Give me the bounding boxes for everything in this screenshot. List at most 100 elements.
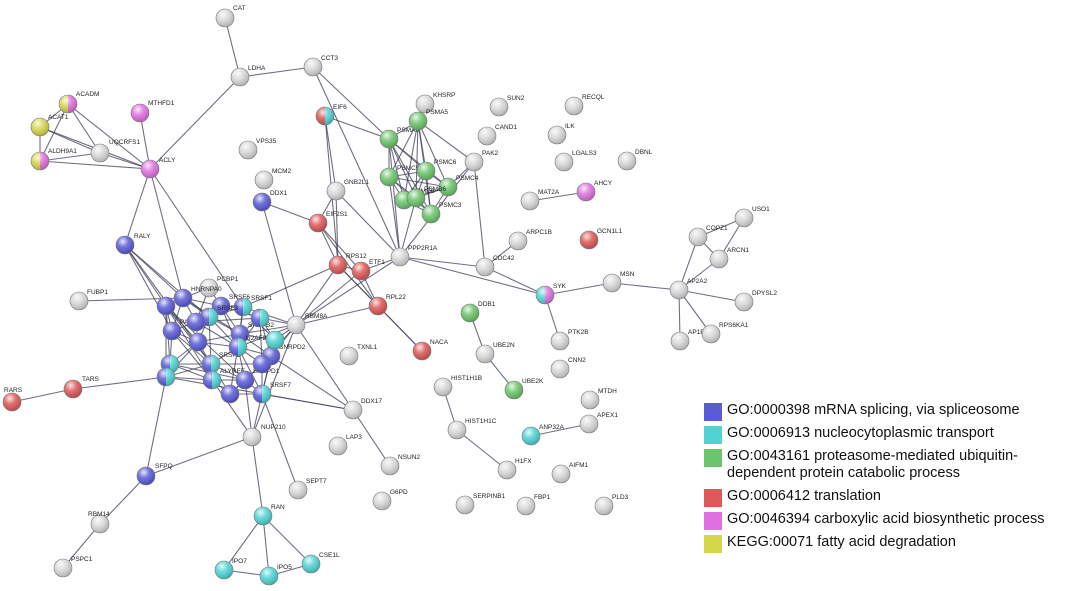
- node-cct3[interactable]: CCT3: [303, 55, 338, 77]
- node-g6pd[interactable]: G6PD: [372, 489, 408, 511]
- node-arcn1[interactable]: ARCN1: [709, 247, 749, 269]
- node-apex1[interactable]: APEX1: [579, 412, 618, 434]
- node-ahcy[interactable]: AHCY: [576, 180, 613, 202]
- node-gcn1l1[interactable]: GCN1L1: [579, 228, 623, 250]
- node-ran[interactable]: RAN: [253, 504, 285, 526]
- node-ap1b1[interactable]: AP1B1: [670, 329, 709, 351]
- node-acadm[interactable]: ACADM: [58, 91, 99, 114]
- node-ube2k[interactable]: UBE2K: [504, 378, 544, 400]
- node-ddx1[interactable]: DDX1: [252, 190, 288, 212]
- node-cse1l[interactable]: CSE1L: [301, 552, 340, 574]
- node-msn[interactable]: MSN: [602, 271, 635, 293]
- node-spl8[interactable]: [220, 384, 240, 404]
- node-pak2[interactable]: PAK2: [464, 150, 499, 172]
- node-tars[interactable]: TARS: [63, 376, 100, 399]
- node-rps6ka1[interactable]: RPS6KA1: [701, 322, 749, 344]
- node-mcm2[interactable]: MCM2: [254, 168, 292, 190]
- node-spl4[interactable]: [265, 330, 285, 350]
- node-spl2[interactable]: [186, 312, 206, 332]
- node-ptk2b[interactable]: PTK2B: [550, 329, 589, 351]
- node-aldh9a1[interactable]: ALDH9A1: [30, 148, 77, 171]
- node-mthfd1[interactable]: MTHFD1: [130, 100, 175, 123]
- node-cand1[interactable]: CAND1: [477, 124, 517, 146]
- node-rars[interactable]: RARS: [2, 387, 23, 412]
- node-cnn2[interactable]: CNN2: [550, 357, 586, 379]
- node-eif2s1[interactable]: EIF2S1: [308, 211, 348, 233]
- node-spl9[interactable]: [156, 367, 176, 387]
- node-rbm14[interactable]: RBM14: [88, 511, 110, 534]
- node-u2af2[interactable]: U2AF2: [228, 335, 267, 357]
- node-ddb1[interactable]: DDB1: [460, 301, 496, 323]
- node-rps12[interactable]: RPS12: [328, 253, 367, 275]
- node-srsf7[interactable]: SRSF7: [252, 382, 291, 404]
- node-anp32a[interactable]: ANP32A: [521, 424, 565, 446]
- node-fubp1[interactable]: FUBP1: [69, 289, 108, 311]
- node-psmc6[interactable]: PSMC6: [416, 159, 457, 181]
- node-lgals3[interactable]: LGALS3: [554, 150, 597, 172]
- node-nup210[interactable]: NUP210: [242, 424, 286, 447]
- node-ddx17[interactable]: DDX17: [343, 398, 382, 420]
- node-lap3[interactable]: LAP3: [328, 434, 362, 456]
- node-gnb2l1[interactable]: GNB2L1: [326, 179, 369, 201]
- node-aifm1[interactable]: AIFM1: [551, 462, 589, 484]
- node-recql[interactable]: RECQL: [564, 94, 605, 116]
- node-ap2a2[interactable]: AP2A2: [669, 278, 708, 300]
- node-pld3[interactable]: PLD3: [594, 494, 629, 516]
- node-txnl1[interactable]: TXNL1: [339, 344, 378, 366]
- node-khsrp[interactable]: KHSRP: [415, 92, 455, 114]
- node-vps35[interactable]: VPS35: [238, 138, 277, 160]
- node-psmc5[interactable]: PSMC5: [379, 165, 420, 187]
- node-cat[interactable]: CAT: [215, 5, 246, 28]
- node-srsf2[interactable]: SRSF2: [201, 352, 240, 374]
- node-cdc42[interactable]: CDC42: [475, 255, 515, 277]
- node-ube2n[interactable]: UBE2N: [475, 342, 515, 364]
- node-etf1[interactable]: ETF1: [351, 259, 385, 281]
- node-label-serpinb1: SERPINB1: [473, 493, 506, 500]
- node-mtdh[interactable]: MTDH: [580, 388, 617, 410]
- node-sfpq[interactable]: SFPQ: [136, 463, 173, 486]
- node-syk[interactable]: SYK: [535, 283, 567, 305]
- node-psma5[interactable]: PSMA5: [408, 109, 448, 131]
- node-eif6[interactable]: EIF6: [315, 104, 347, 126]
- node-spl5[interactable]: [188, 332, 208, 352]
- node-psmb6[interactable]: PSMB6: [406, 186, 446, 208]
- node-psmc3[interactable]: PSMC3: [421, 202, 462, 224]
- node-arpc1b[interactable]: ARPC1B: [508, 229, 552, 251]
- node-pcbp1[interactable]: PCBP1: [199, 276, 239, 298]
- node-pspc1[interactable]: PSPC1: [53, 556, 93, 578]
- node-raly[interactable]: RALY: [115, 233, 151, 255]
- node-spl7[interactable]: [252, 354, 272, 374]
- node-ilk[interactable]: ILK: [547, 123, 575, 145]
- node-hist1h1c[interactable]: HIST1H1C: [447, 418, 497, 440]
- node-uqcrfs1[interactable]: UQCRFS1: [90, 139, 140, 163]
- node-spl1[interactable]: [156, 296, 176, 316]
- node-copz1[interactable]: COPZ1: [688, 225, 728, 247]
- node-spl3[interactable]: [250, 308, 270, 328]
- node-mat2a[interactable]: MAT2A: [520, 189, 560, 211]
- node-ldha[interactable]: LDHA: [230, 65, 266, 87]
- node-sept7[interactable]: SEPT7: [288, 478, 327, 500]
- node-alyref[interactable]: ALYREF: [202, 368, 245, 390]
- node-psmc4[interactable]: PSMC4: [438, 175, 479, 197]
- node-hnrnpa0[interactable]: HNRNPA0: [173, 286, 222, 308]
- node-hist1h1b[interactable]: HIST1H1B: [433, 375, 482, 397]
- node-rbm8a[interactable]: RBM8A: [286, 313, 328, 335]
- node-ppp2r1a[interactable]: PPP2R1A: [390, 245, 438, 267]
- node-srsf1[interactable]: SRSF1: [233, 295, 272, 317]
- node-nsun2[interactable]: NSUN2: [380, 454, 420, 476]
- node-dbnl[interactable]: DBNL: [617, 149, 653, 171]
- node-fbp1[interactable]: FBP1: [516, 494, 551, 516]
- node-srsf6[interactable]: SRSF6: [211, 294, 250, 316]
- node-acat1[interactable]: ACAT1: [30, 114, 69, 137]
- node-uso1[interactable]: USO1: [734, 206, 770, 228]
- node-dpysl2[interactable]: DPYSL2: [734, 290, 777, 312]
- node-psma6[interactable]: PSMA6: [379, 127, 419, 149]
- node-ipo5[interactable]: IPO5: [259, 564, 292, 586]
- node-rpl22[interactable]: RPL22: [368, 294, 406, 316]
- node-serpinb1[interactable]: SERPINB1: [455, 493, 506, 515]
- node-sun2[interactable]: SUN2: [489, 95, 525, 117]
- node-ipo7[interactable]: IPO7: [214, 558, 247, 580]
- node-acly[interactable]: ACLY: [140, 157, 176, 179]
- node-naca[interactable]: NACA: [412, 339, 449, 361]
- node-h1fx[interactable]: H1FX: [497, 458, 532, 480]
